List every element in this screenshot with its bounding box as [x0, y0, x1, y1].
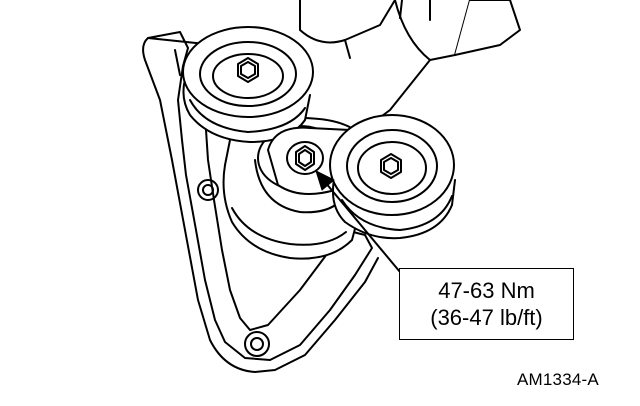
engine-housing — [299, 0, 521, 126]
torque-metric-label: 47-63 Nm — [438, 278, 535, 303]
bracket-hole-lower — [244, 331, 270, 357]
idler-pulley-bolt — [237, 57, 259, 83]
figure-id-label: AM1334-A — [517, 370, 599, 389]
tensioner-pulley-bolt — [380, 153, 402, 179]
callout-leader-arrow — [315, 170, 401, 273]
torque-spec-callout: 47-63 Nm (36-47 lb/ft) — [399, 268, 574, 340]
bracket-hole-upper — [197, 179, 219, 201]
tensioner-pivot-bolt — [286, 141, 324, 175]
idler-pulley — [182, 26, 314, 143]
torque-imperial-label: (36-47 lb/ft) — [430, 305, 543, 330]
